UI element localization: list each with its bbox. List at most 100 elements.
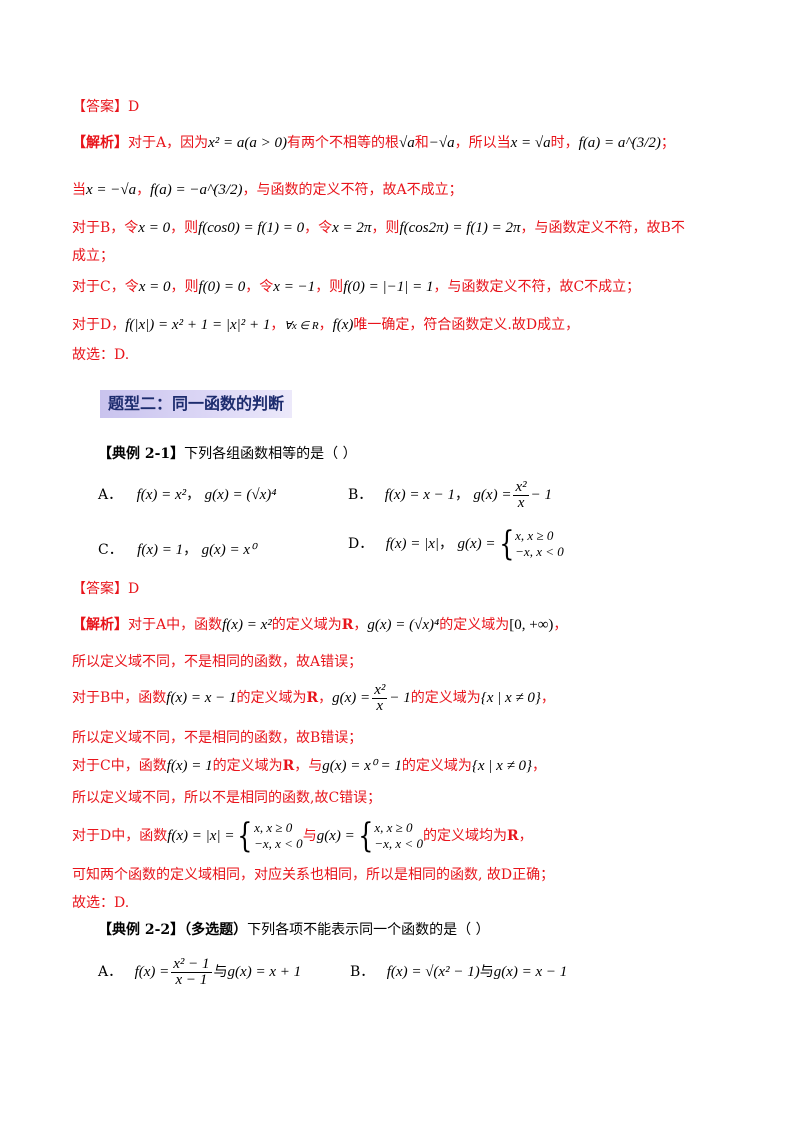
math: √a <box>399 135 415 151</box>
option-label: B． <box>348 487 373 503</box>
answer-line-1: 【答案】D <box>72 97 139 117</box>
math: f(cos2π) = f(1) = 2π <box>399 220 521 236</box>
math: f(x) = x − 1 <box>384 487 455 503</box>
math: [0, +∞) <box>509 617 554 633</box>
case: −x, x < 0 <box>374 836 423 851</box>
piecewise: {x, x ≥ 0−x, x < 0 <box>237 816 303 856</box>
set-r: R <box>341 617 354 633</box>
analysis2-line-2: 所以定义域不同，不是相同的函数，故A错误； <box>72 652 362 672</box>
text: 有两个不相等的根 <box>287 135 400 151</box>
answer-value: D <box>128 581 140 597</box>
text: ，与函数定义不符，故C不成立； <box>433 279 641 295</box>
text: 与 <box>213 964 228 980</box>
text: 与 <box>479 964 494 980</box>
analysis-label: 【解析】 <box>72 617 128 633</box>
piecewise: {x, x ≥ 0−x, x < 0 <box>357 816 423 856</box>
math: f(|x|) = x² + 1 = |x|² + 1 <box>125 317 271 333</box>
denominator: x <box>517 494 525 511</box>
text: 的定义域为 <box>439 617 510 633</box>
text: 所以定义域不同，不是相同的函数，故B错误； <box>72 730 363 746</box>
numerator: x² <box>372 681 388 699</box>
text: ，则 <box>170 220 199 236</box>
text: 对于A中，函数 <box>128 617 223 633</box>
option-c: C． f(x) = 1， g(x) = x⁰ <box>98 542 257 558</box>
text: 和 <box>414 135 429 151</box>
text: 对于D， <box>72 317 126 333</box>
text: ， <box>532 758 547 774</box>
option-2-2-b: B． f(x) = √(x² − 1)与g(x) = x − 1 <box>350 962 567 982</box>
text: 对于B中，函数 <box>72 690 167 706</box>
piecewise: {x, x ≥ 0−x, x < 0 <box>498 524 564 564</box>
text: ， <box>318 690 333 706</box>
math: x = √a <box>510 135 551 151</box>
answer-label: 【答案】 <box>72 99 128 115</box>
text: ， <box>353 617 368 633</box>
math: f(x) = |x| = <box>167 828 235 844</box>
question-text: 下列各项不能表示同一个函数的是（ ） <box>247 922 490 938</box>
math: f(a) = a^(3/2) <box>578 135 661 151</box>
text: ， <box>318 317 333 333</box>
text: ，所以当 <box>454 135 511 151</box>
topic-heading: 题型二：同一函数的判断 <box>100 390 293 418</box>
text: 当 <box>72 182 86 198</box>
math: f(x) = x² <box>222 617 272 633</box>
analysis2-line-9: 故选：D. <box>72 893 129 913</box>
analysis2-line-4: 所以定义域不同，不是相同的函数，故B错误； <box>72 728 362 748</box>
text: 对于D中，函数 <box>72 828 168 844</box>
example-2-1-question: 【典例 2-1】下列各组函数相等的是（ ） <box>98 444 357 464</box>
math: {x | x ≠ 0} <box>480 690 541 706</box>
analysis2-line-8: 可知两个函数的定义域相同，对应关系也相同，所以是相同的函数, 故D正确； <box>72 865 554 885</box>
set-r: R <box>306 690 319 706</box>
answer-value: D <box>128 99 140 115</box>
analysis-line-6: 对于D，f(|x|) = x² + 1 = |x|² + 1，∀x ∈ R，f(… <box>72 315 579 336</box>
text: 所以定义域不同，不是相同的函数，故A错误； <box>72 654 363 670</box>
text: ， <box>270 317 285 333</box>
math: x² = a(a > 0) <box>208 135 288 151</box>
example-label: 【典例 2-1】 <box>98 446 185 462</box>
denominator: x <box>376 697 384 714</box>
option-d: D． f(x) = |x|， g(x) ={x, x ≥ 0−x, x < 0 <box>348 524 564 564</box>
text: 可知两个函数的定义域相同，对应关系也相同，所以是相同的函数, 故D正确； <box>72 867 555 883</box>
text: ； <box>660 135 675 151</box>
math: g(x) = <box>332 690 371 706</box>
analysis-line-4: 成立； <box>72 246 114 266</box>
case: x, x ≥ 0 <box>515 528 554 543</box>
option-label: B． <box>350 964 375 980</box>
option-label: A． <box>98 964 123 980</box>
text: ，与 <box>294 758 323 774</box>
option-label: C． <box>98 542 123 558</box>
math: −√a <box>428 135 455 151</box>
text: ，与函数定义不符，故B不 <box>520 220 685 236</box>
answer-line-2: 【答案】D <box>72 579 139 599</box>
text: 成立； <box>72 248 114 264</box>
text: 的定义域为 <box>401 758 472 774</box>
math: x = −1 <box>273 279 316 295</box>
text: 对于B，令 <box>72 220 139 236</box>
text: ， <box>518 828 533 844</box>
math: g(x) = x⁰ <box>201 542 257 558</box>
case: −x, x < 0 <box>515 544 564 559</box>
numerator: x² <box>513 478 529 496</box>
text: ，则 <box>371 220 400 236</box>
text: 故选：D. <box>72 347 130 363</box>
math: x = 0 <box>138 279 171 295</box>
option-a: A． f(x) = x²， g(x) = (√x)⁴ <box>98 487 277 503</box>
text: 对于C中，函数 <box>72 758 167 774</box>
math: f(x) = <box>134 964 170 980</box>
text: 对于C，令 <box>72 279 139 295</box>
text: 的定义域为 <box>236 690 307 706</box>
analysis-line-1: 【解析】对于A，因为x² = a(a > 0)有两个不相等的根√a和−√a，所以… <box>72 133 675 153</box>
analysis2-line-1: 【解析】对于A中，函数f(x) = x²的定义域为R，g(x) = (√x)⁴的… <box>72 615 567 635</box>
math: f(cos0) = f(1) = 0 <box>198 220 305 236</box>
case: −x, x < 0 <box>254 836 303 851</box>
math: f(x) <box>332 317 354 333</box>
analysis-label: 【解析】 <box>72 135 128 151</box>
math: − 1 <box>389 690 411 706</box>
text: 所以定义域不同，所以不是相同的函数,故C错误； <box>72 790 382 806</box>
